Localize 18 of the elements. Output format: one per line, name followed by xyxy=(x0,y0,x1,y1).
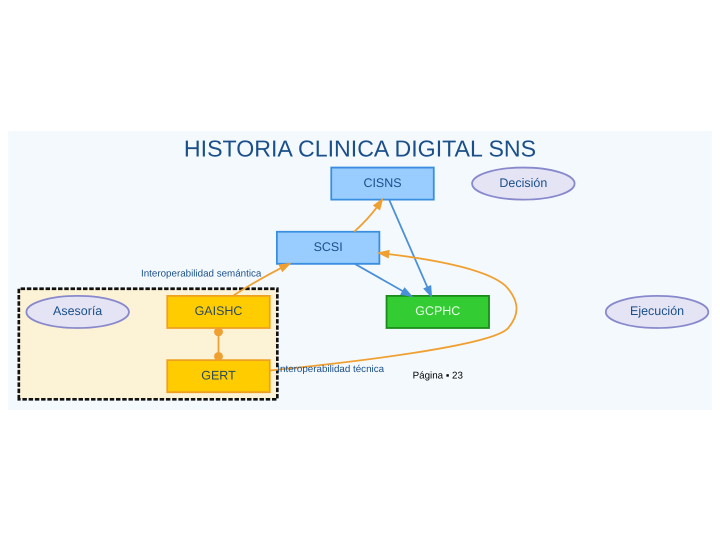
node-box: GAISHC xyxy=(166,294,271,328)
arrow xyxy=(388,198,432,298)
node-ellipse: Ejecución xyxy=(604,294,710,328)
arrow xyxy=(270,249,518,371)
arrow xyxy=(354,197,384,232)
node-ellipse: Decisión xyxy=(471,166,576,200)
node-box: GCPHC xyxy=(386,294,490,328)
connector xyxy=(214,326,223,360)
node-box: GERT xyxy=(166,358,271,393)
node-box: SCSI xyxy=(276,230,380,264)
label: Página ▪ 23 xyxy=(412,370,463,382)
node-box: CISNS xyxy=(330,166,435,200)
cluster xyxy=(17,286,279,400)
edge-label: Interoperabilidad semántica xyxy=(141,268,262,279)
arrow xyxy=(232,262,292,296)
diagram-title: HISTORIA CLINICA DIGITAL SNS xyxy=(184,135,536,162)
arrow xyxy=(354,262,414,297)
node-ellipse: Asesoría xyxy=(26,294,130,328)
